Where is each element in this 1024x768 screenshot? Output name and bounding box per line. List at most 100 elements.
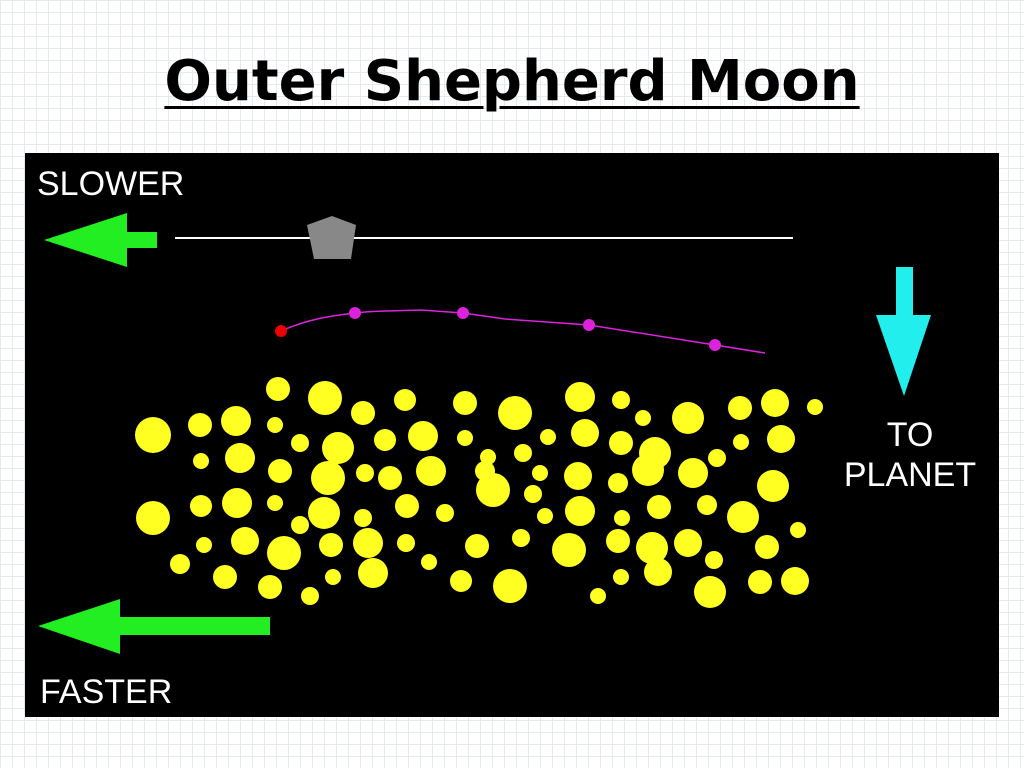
ring-particle (480, 449, 496, 465)
ring-particle (609, 431, 633, 455)
ring-particle (512, 529, 530, 547)
ring-particle (170, 554, 190, 574)
ring-particle (781, 567, 809, 595)
particle-path-point (709, 339, 721, 351)
ring-particle (231, 527, 259, 555)
ring-particle (678, 458, 708, 488)
ring-particle (213, 565, 237, 589)
ring-particle (325, 569, 341, 585)
ring-particle (196, 537, 212, 553)
particle-path-start (275, 325, 287, 337)
ring-particle (476, 473, 510, 507)
ring-particle (267, 536, 301, 570)
ring-particle (748, 570, 772, 594)
to-planet-label-line1: TO (886, 416, 934, 454)
ring-particle (465, 534, 489, 558)
ring-particle (614, 510, 630, 526)
ring-particle (807, 399, 823, 415)
ring-particle (697, 495, 717, 515)
ring-particle (733, 434, 749, 450)
ring-particle (311, 461, 345, 495)
ring-particle (537, 508, 553, 524)
ring-particle (416, 456, 446, 486)
ring-particle (421, 554, 437, 570)
ring-particle (266, 377, 290, 401)
ring-particle (397, 534, 415, 552)
ring-particle (728, 396, 752, 420)
ring-particle (193, 453, 209, 469)
ring-particle (258, 575, 282, 599)
ring-particle (565, 496, 595, 526)
ring-particle (565, 382, 595, 412)
ring-particle (394, 389, 416, 411)
ring-particle (436, 504, 454, 522)
ring-particle (727, 501, 759, 533)
particle-path-point (457, 307, 469, 319)
ring-particle (356, 464, 374, 482)
ring-particle (564, 462, 592, 490)
ring-particle (301, 587, 319, 605)
ring-particle (632, 454, 664, 486)
ring-particle (493, 569, 527, 603)
particle-path (280, 309, 766, 354)
ring-particle (644, 558, 672, 586)
ring-particle (514, 444, 532, 462)
particle-path-point (583, 319, 595, 331)
to-planet-label: TO PLANET (820, 415, 1000, 495)
pentagon-moon-icon (307, 216, 356, 259)
slide-title: Outer Shepherd Moon (0, 44, 1024, 120)
ring-particle (225, 443, 255, 473)
ring-particle (268, 459, 292, 483)
ring-particle (705, 551, 723, 569)
ring-particle (532, 465, 548, 481)
faster-arrow-icon (38, 599, 270, 654)
ring-particle (267, 417, 283, 433)
ring-particle (308, 497, 340, 529)
ring-particle (188, 413, 212, 437)
ring-particle (136, 501, 170, 535)
ring-particle (374, 429, 396, 451)
ring-particle (540, 429, 556, 445)
particle-path-point (349, 307, 361, 319)
ring-particle (353, 528, 383, 558)
ring-particle (608, 473, 628, 493)
ring-particle (453, 391, 477, 415)
ring-particle (606, 529, 630, 553)
to-planet-label-line2: PLANET (843, 456, 977, 494)
ring-particle (755, 535, 779, 559)
ring-particle (351, 401, 375, 425)
ring-particle (647, 495, 671, 519)
ring-particles (135, 377, 823, 608)
ring-particle (524, 485, 542, 503)
ring-particle (457, 430, 473, 446)
ring-particle (694, 576, 726, 608)
ring-particle (767, 425, 795, 453)
ring-particle (757, 470, 789, 502)
ring-particle (635, 410, 651, 426)
ring-particle (790, 522, 806, 538)
ring-particle (190, 495, 212, 517)
ring-particle (308, 381, 342, 415)
faster-label: FASTER (40, 673, 173, 711)
ring-particle (761, 389, 789, 417)
ring-particle (450, 570, 472, 592)
slide-title-text: Outer Shepherd Moon (164, 49, 860, 114)
ring-particle (291, 516, 309, 534)
ring-particle (571, 419, 599, 447)
diagram-panel: SLOWER FASTER TO PLANET (25, 153, 999, 717)
ring-particle (613, 569, 629, 585)
ring-particle (552, 533, 586, 567)
ring-particle (672, 402, 704, 434)
ring-particle (319, 533, 343, 557)
ring-particle (590, 588, 606, 604)
ring-particle (322, 432, 354, 464)
slower-label: SLOWER (37, 165, 185, 203)
ring-particle (358, 558, 388, 588)
ring-particle (612, 391, 630, 409)
slower-arrow-icon (44, 213, 157, 267)
ring-particle (354, 509, 372, 527)
ring-particle (221, 406, 251, 436)
ring-particle (408, 421, 438, 451)
ring-particle (291, 434, 309, 452)
ring-particle (498, 396, 532, 430)
